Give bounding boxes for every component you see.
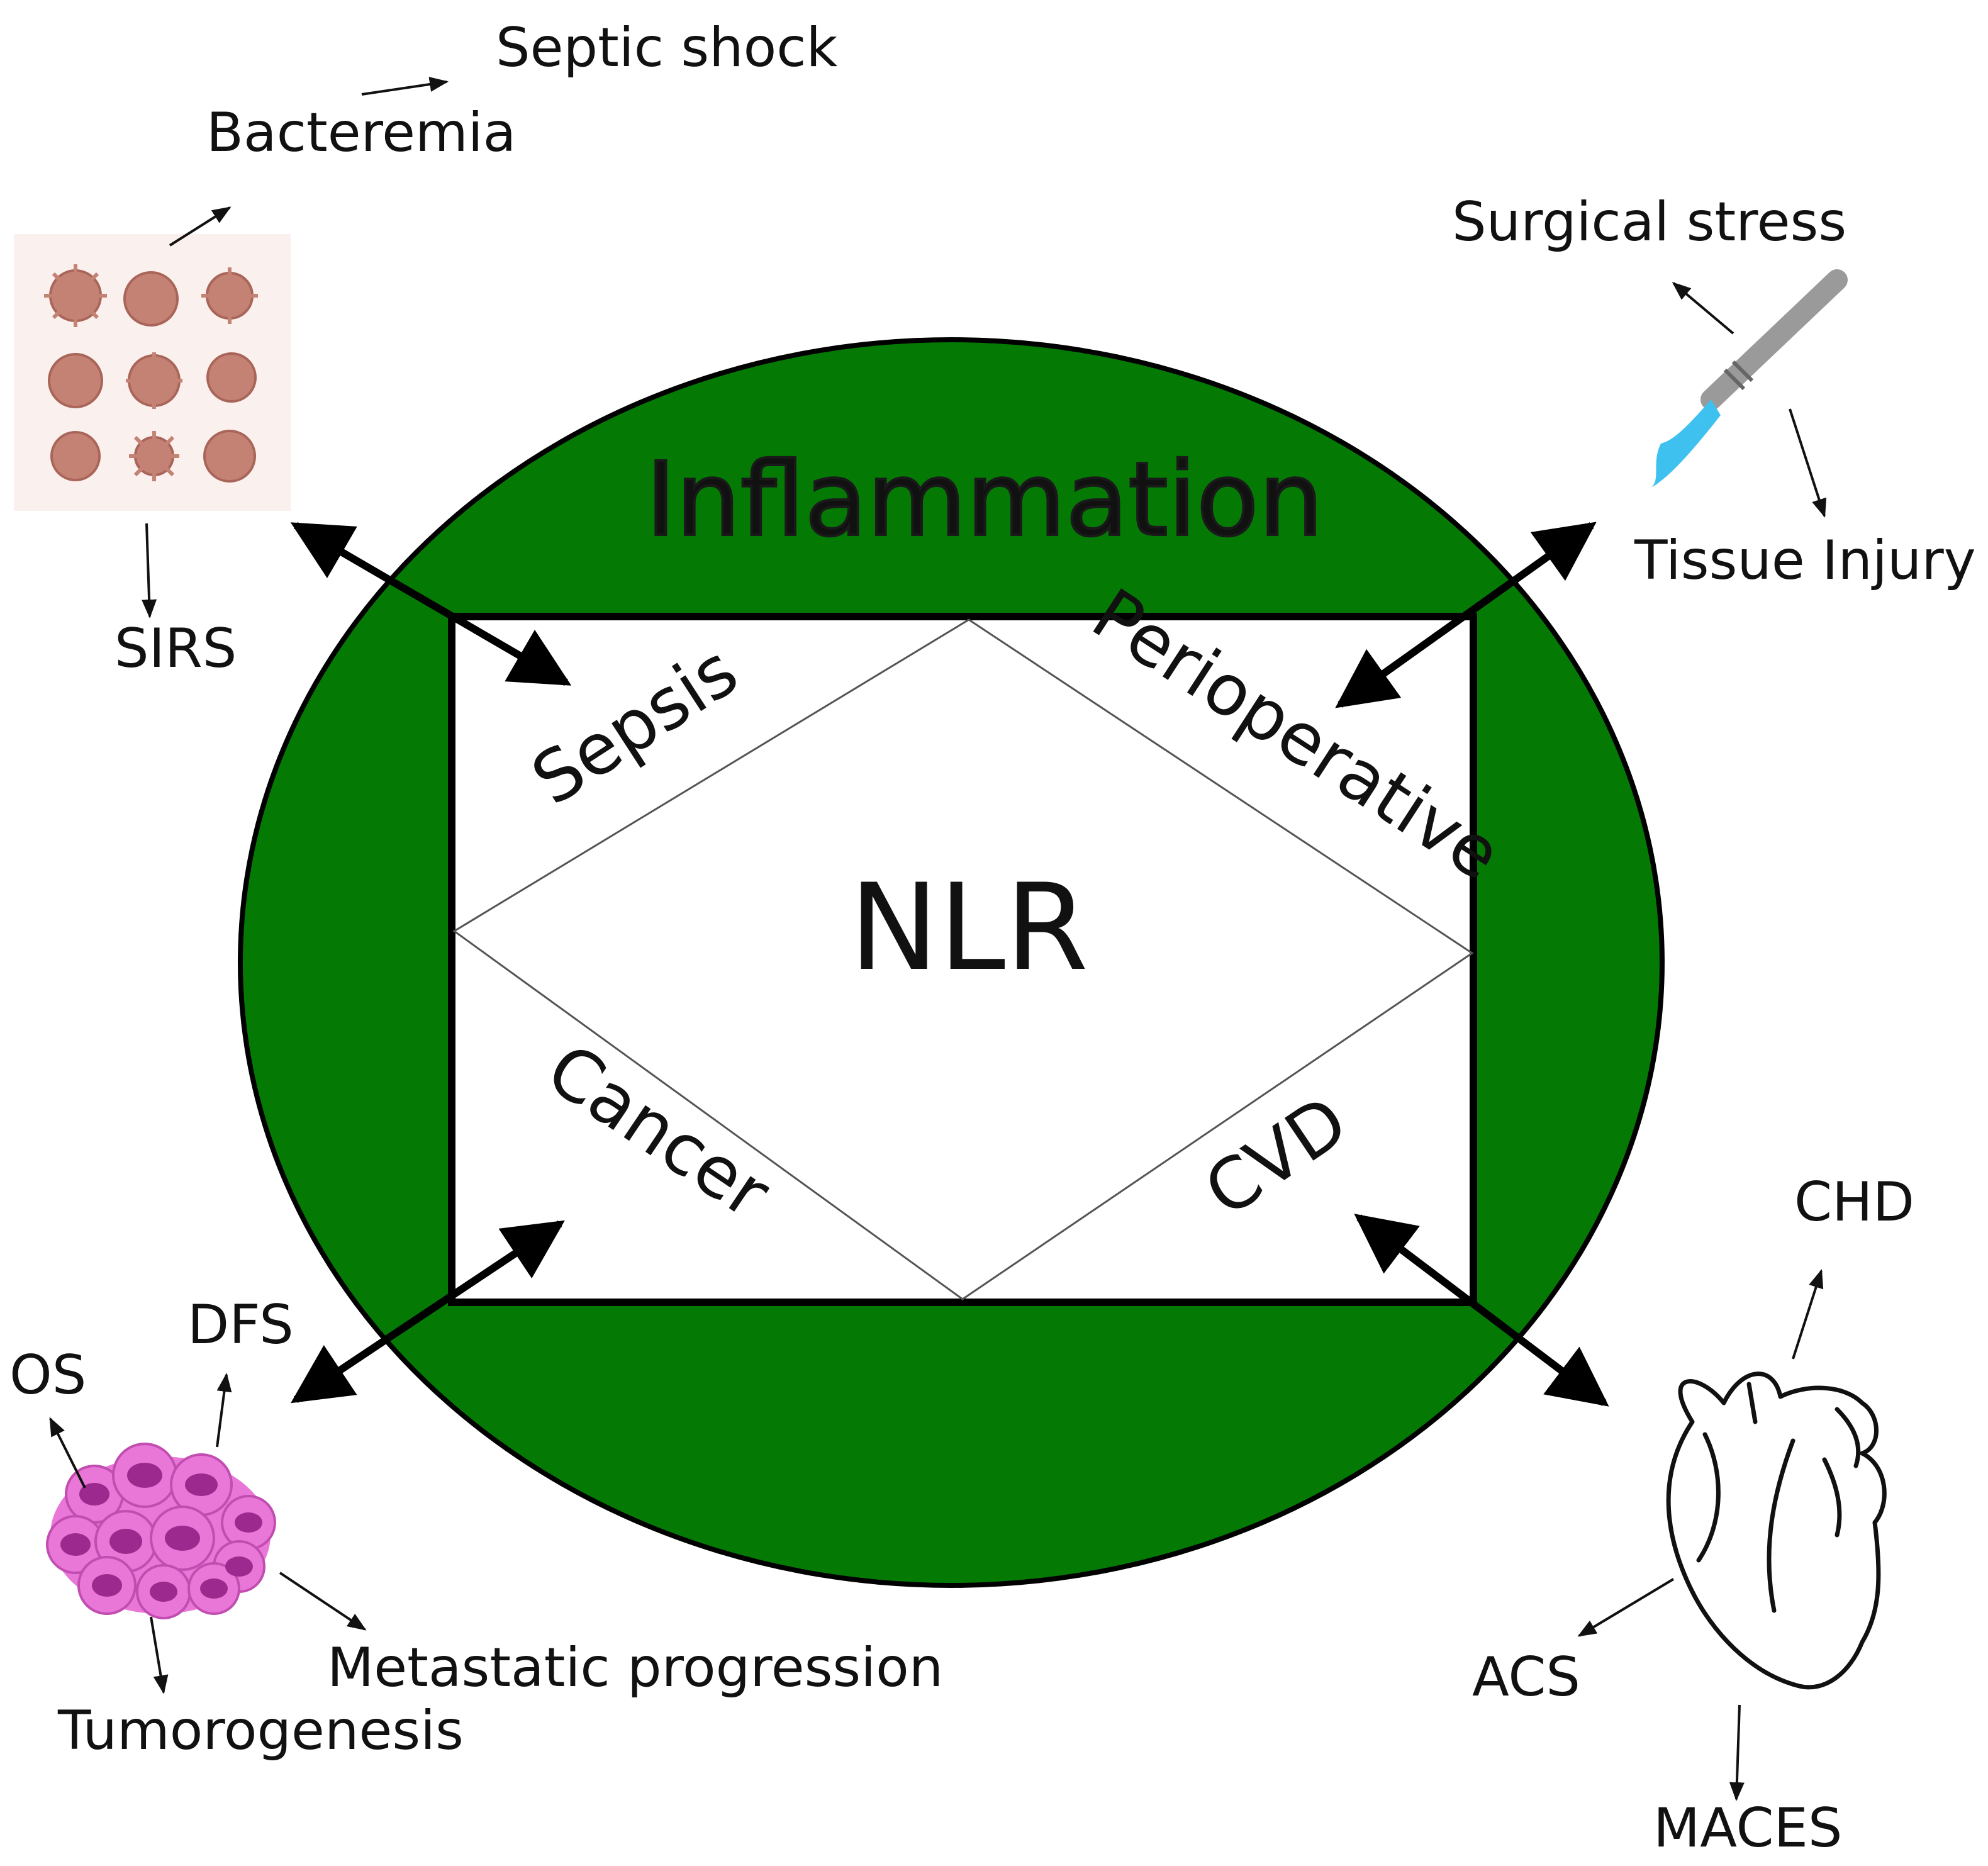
outcome-maces: MACES <box>1653 1797 1843 1860</box>
cancer-arrow <box>291 1220 565 1404</box>
heart-icon <box>1666 1372 1887 1690</box>
arrow-to-tissue-injury <box>1789 408 1827 518</box>
ring-label: Inflammation <box>646 441 1324 559</box>
arrow-to-maces <box>1729 1704 1745 1801</box>
outcome-sirs: SIRS <box>114 617 237 680</box>
cvd-arrow <box>1354 1214 1609 1407</box>
center-label: NLR <box>849 858 1088 997</box>
arrow-to-os <box>49 1417 86 1489</box>
outcome-septic-shock: Septic shock <box>496 16 838 79</box>
nlr-panel <box>448 613 1477 1306</box>
arrow-to-tumorogenesis <box>150 1616 169 1694</box>
arrow-to-chd <box>1792 1269 1824 1360</box>
outcome-bacteremia: Bacteremia <box>206 101 516 164</box>
nlr-diamond <box>452 618 1474 1300</box>
outcome-surgical-stress: Surgical stress <box>1452 191 1846 254</box>
arrow-to-acs <box>1577 1578 1675 1637</box>
sepsis-arrow <box>290 522 572 686</box>
scalpel-icon <box>1651 269 1848 488</box>
outcome-tumorogenesis: Tumorogenesis <box>57 1699 464 1762</box>
outcome-dfs: DFS <box>187 1293 294 1356</box>
microbes-icon <box>14 234 291 511</box>
arrow-to-metastatic-progression <box>279 1572 367 1631</box>
arrow-to-dfs <box>216 1373 232 1448</box>
perioperative-arrow <box>1335 522 1597 708</box>
outcome-os: OS <box>9 1344 86 1407</box>
arrow-to-surgical-stress <box>1672 282 1734 335</box>
outcome-tissue-injury: Tissue Injury <box>1634 529 1976 592</box>
outcome-chd: CHD <box>1794 1171 1914 1234</box>
tumor-cells-icon <box>46 1443 276 1619</box>
arrow-to-bacteremia <box>169 206 232 247</box>
outcome-acs: ACS <box>1472 1646 1580 1709</box>
arrow-to-sirs <box>142 523 157 618</box>
outcome-metastatic-progression: Metastatic progression <box>327 1636 943 1699</box>
arrow-to-septic-shock <box>361 77 449 96</box>
